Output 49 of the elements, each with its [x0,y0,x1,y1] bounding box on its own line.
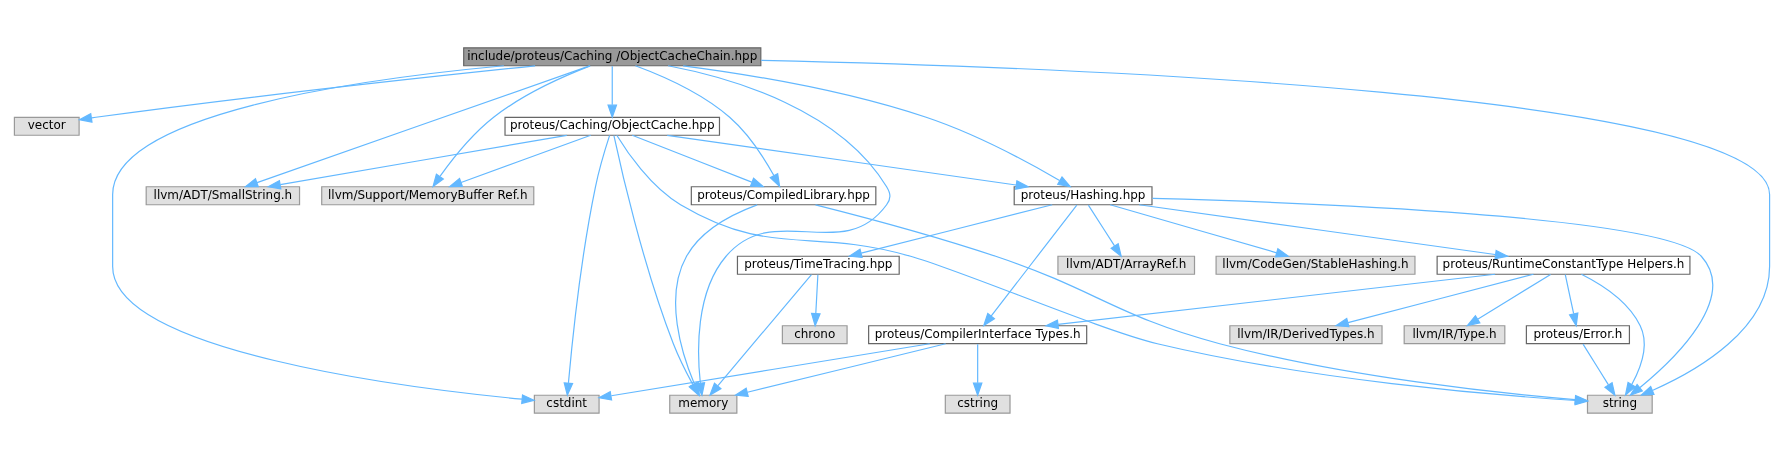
node-box: llvm/ADT/ArrayRef.h [1057,255,1196,275]
arrow [810,274,821,328]
arrow [607,65,618,119]
arrow [1564,274,1579,328]
arrow [243,65,591,188]
node-box: proteus/RuntimeConstantType Helpers.h [1436,255,1691,275]
node-box: proteus/TimeTracing.hpp [736,255,900,275]
node-box: vector [13,116,80,136]
arrow [77,65,536,123]
arrow [634,65,781,188]
arrow [432,65,591,188]
node-box: llvm/Support/MemoryBuffer Ref.h [321,186,535,206]
arrow [448,134,592,188]
node-box: include/proteus/Caching /ObjectCacheChain.hpp [463,47,762,67]
arrow [1465,273,1552,327]
arrow [972,343,983,397]
node-box: llvm/ADT/SmallString.h [145,186,301,206]
arrow [982,204,1078,328]
arrow [266,134,568,190]
arrow [708,273,813,397]
node-box: proteus/CompilerInterface Types.h [868,325,1088,345]
arrow [1138,204,1510,260]
node-box: proteus/Hashing.hpp [1013,186,1153,206]
node-box: cstdint [533,394,600,414]
node-box: memory [669,394,738,414]
arrow [1582,343,1616,397]
arrow [597,343,931,401]
arrow [733,343,947,398]
node-box: proteus/Caching/ObjectCache.hpp [504,116,721,136]
arrow [1334,273,1535,328]
arrow [847,204,1053,258]
arrow [563,134,611,397]
node-box: string [1586,394,1653,414]
arrow [1109,204,1290,258]
node-box: proteus/CompiledLibrary.hpp [690,186,877,206]
arrow [1151,197,1714,397]
arrow [1580,273,1645,397]
node-box: llvm/CodeGen/StableHashing.h [1215,255,1416,275]
node-box: proteus/Error.h [1525,325,1630,345]
arrow [666,134,1030,190]
node-box: cstring [944,394,1011,414]
arrow [760,59,1771,396]
arrow [631,134,765,188]
node-box: chrono [781,325,848,345]
arrow [682,65,1072,188]
arrow [1087,204,1123,258]
arrow [1044,273,1496,330]
node-box: llvm/IR/DerivedTypes.h [1229,325,1383,345]
node-box: llvm/IR/Type.h [1403,325,1506,345]
